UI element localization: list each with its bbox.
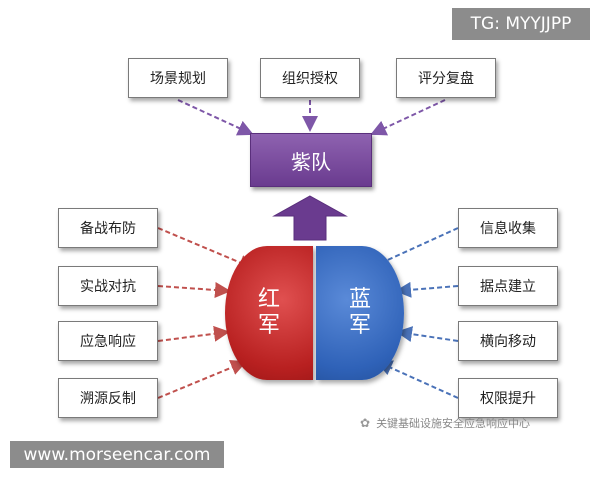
- arrow-left-4: [157, 359, 247, 399]
- up-arrow-icon: [272, 195, 348, 241]
- blue-team-label: 蓝军: [348, 287, 371, 338]
- box-incident-response: 应急响应: [58, 321, 158, 361]
- arrow-right-2: [395, 281, 459, 298]
- box-privilege-escalation: 权限提升: [458, 378, 558, 418]
- source-text: 关键基础设施安全应急响应中心: [376, 417, 531, 430]
- source-attribution: ✿ 关键基础设施安全应急响应中心: [360, 414, 592, 432]
- purple-team-box: 紫队: [250, 133, 372, 187]
- box-scenario-planning: 场景规划: [128, 58, 228, 98]
- wechat-icon: ✿: [360, 416, 371, 430]
- red-team-label: 红军: [257, 287, 280, 338]
- box-live-combat: 实战对抗: [58, 266, 158, 306]
- box-info-gathering: 信息收集: [458, 208, 558, 248]
- url-watermark: www.morseencar.com: [10, 441, 224, 468]
- arrow-top-1: [177, 99, 254, 136]
- box-org-authorization: 组织授权: [260, 58, 360, 98]
- arrow-left-2: [157, 282, 231, 298]
- arrow-left-3: [157, 325, 230, 342]
- arrow-right-4: [376, 360, 459, 399]
- box-traceback-counter: 溯源反制: [58, 378, 158, 418]
- box-prep-defense: 备战布防: [58, 208, 158, 248]
- box-scoring-review: 评分复盘: [396, 58, 496, 98]
- arrow-left-1: [157, 227, 255, 270]
- arrow-top-3: [370, 99, 446, 136]
- box-foothold: 据点建立: [458, 266, 558, 306]
- arrow-right-3: [396, 326, 459, 342]
- blue-team-shape: 蓝军: [316, 246, 404, 380]
- tg-watermark: TG: MYYJJPP: [452, 8, 590, 40]
- red-team-shape: 红军: [225, 246, 313, 380]
- box-lateral-movement: 横向移动: [458, 321, 558, 361]
